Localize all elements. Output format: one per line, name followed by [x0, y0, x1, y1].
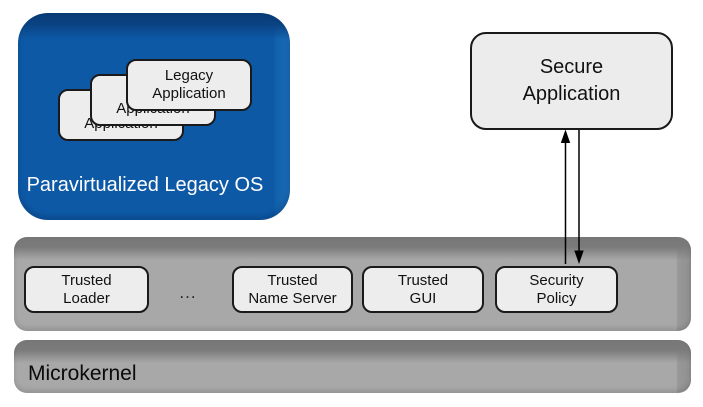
- trusted-gui-box: Trusted GUI: [362, 266, 484, 313]
- trusted-name-server-label: Trusted: [267, 271, 318, 289]
- legacy-os-block: Legacy Application Legacy Application Le…: [18, 13, 290, 220]
- security-policy-label: Policy: [536, 289, 577, 307]
- trusted-loader-label: Loader: [63, 289, 110, 307]
- secure-application-label: Secure: [539, 56, 604, 78]
- services-ellipsis: ...: [179, 283, 197, 302]
- trusted-loader-label: Trusted: [61, 271, 112, 289]
- legacy-application-box: Legacy Application: [126, 59, 252, 111]
- trusted-gui-label: GUI: [409, 289, 437, 307]
- secure-application-label: Application: [522, 83, 621, 105]
- microkernel-bar: [14, 340, 691, 393]
- microkernel-title: Microkernel: [28, 362, 137, 385]
- trusted-name-server-box: Trusted Name Server: [232, 266, 353, 313]
- legacy-application-label: Application: [152, 85, 226, 102]
- security-policy-label: Security: [529, 271, 584, 289]
- trusted-name-server-label: Name Server: [248, 289, 337, 307]
- trusted-loader-box: Trusted Loader: [24, 266, 149, 313]
- secure-application-box: Secure Application: [470, 32, 673, 130]
- security-policy-box: Security Policy: [495, 266, 618, 313]
- trusted-gui-label: Trusted: [397, 271, 449, 289]
- legacy-application-label: Legacy: [164, 67, 214, 84]
- legacy-os-title: Paravirtualized Legacy OS: [26, 174, 264, 196]
